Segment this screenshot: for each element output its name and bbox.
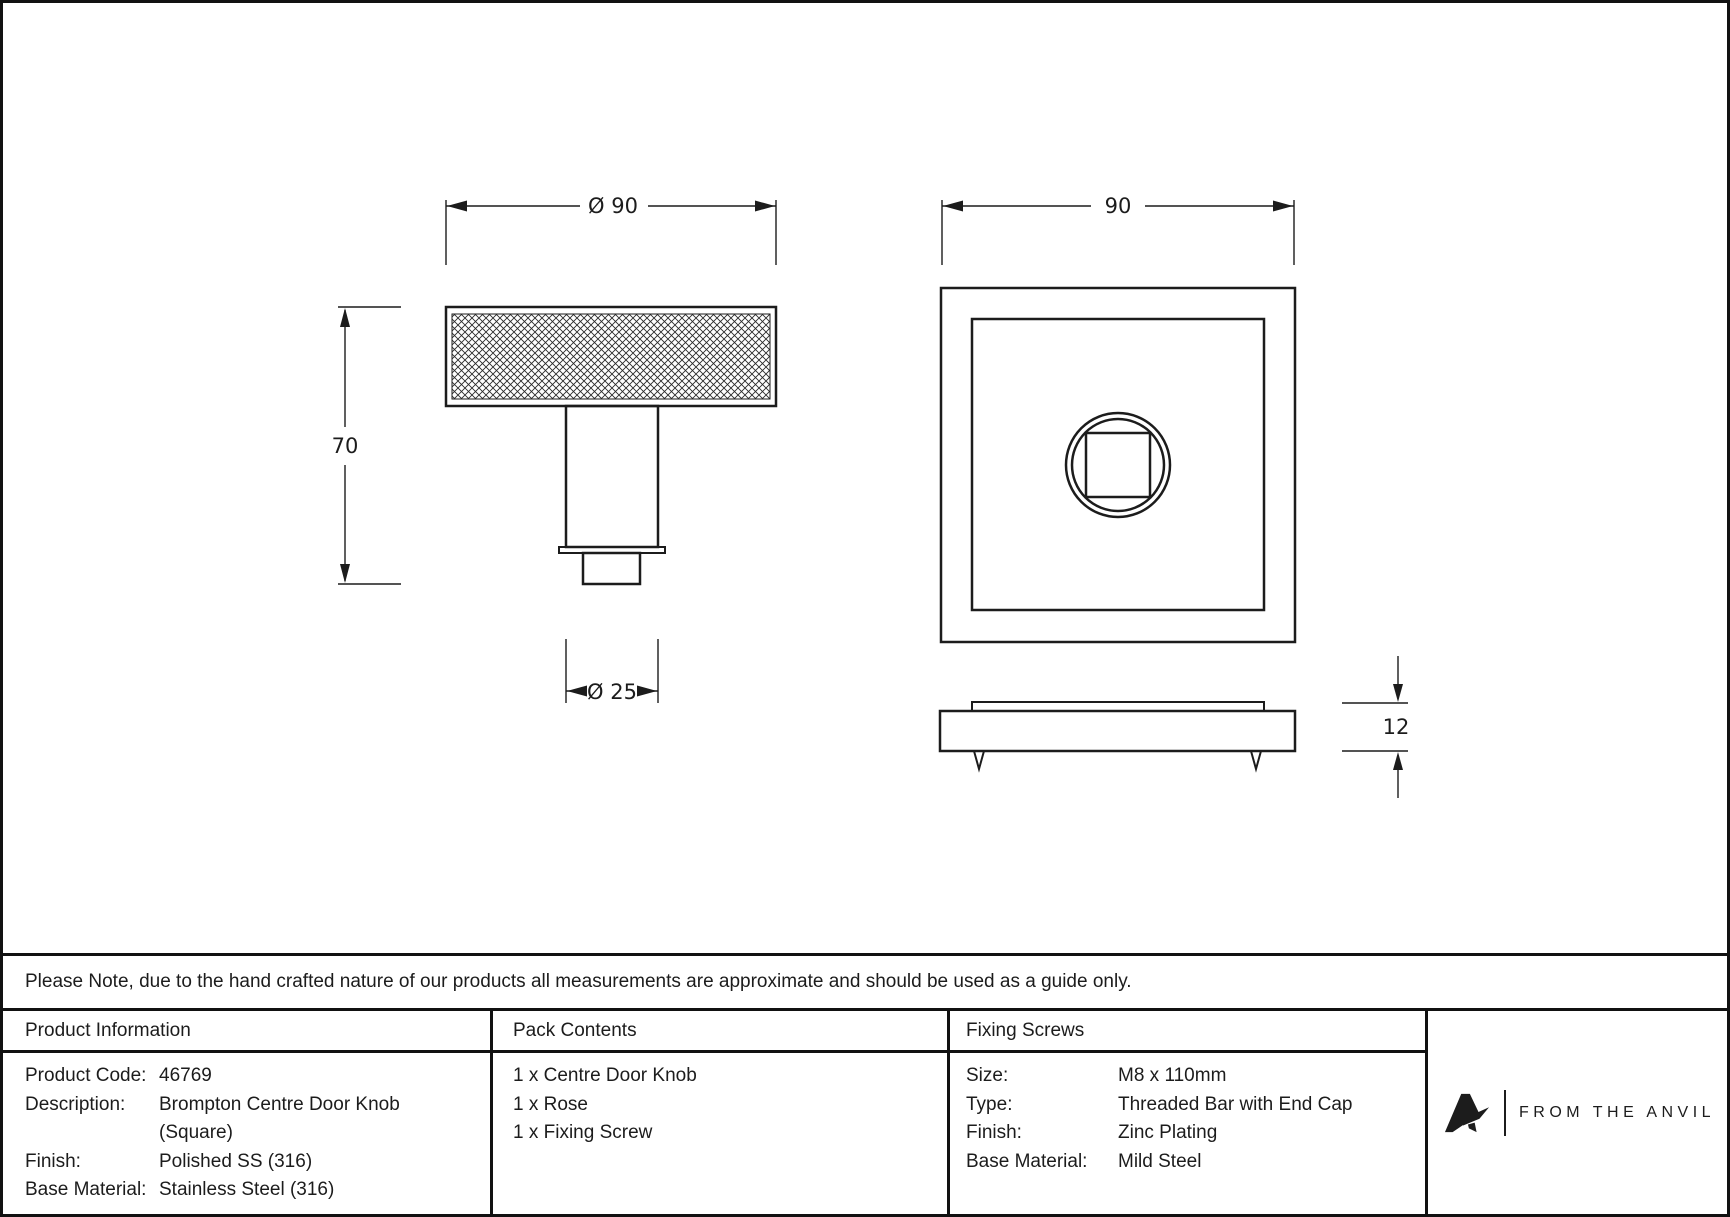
rose-outer-square [939,286,1297,644]
brand-name: FROM THE ANVIL [1519,1103,1716,1121]
row-value: Mild Steel [1118,1150,1202,1172]
dim-rose-width: 90 [1105,194,1132,218]
rose-boss-inner-circle [1070,417,1166,513]
pack-contents-header: Pack Contents [493,1011,947,1053]
technical-drawing: Ø 90 70 Ø 25 90 12 [332,194,1410,798]
anvil-a-icon [1444,1093,1490,1132]
list-item: 1 x Fixing Screw [513,1122,653,1143]
rose-spindle-hole [1084,431,1152,499]
rose-side-view [938,701,1297,773]
rose-fixing-pin-left [973,750,985,773]
table-row: Type: Threaded Bar with End Cap [966,1091,1425,1120]
pack-contents-body: 1 x Centre Door Knob 1 x Rose 1 x Fixing… [493,1053,947,1148]
row-value: Stainless Steel (316) [159,1179,335,1200]
row-label: Base Material: [25,1179,147,1200]
pack-contents-column: Pack Contents 1 x Centre Door Knob 1 x R… [493,1011,950,1214]
row-label: Size: [966,1065,1009,1086]
row-label: Base Material: [966,1150,1088,1172]
row-label: Description: [25,1093,126,1115]
rose-inner-square [970,317,1266,612]
dimension-arrowheads [340,200,1403,770]
fixing-screws-body: Size: M8 x 110mm Type: Threaded Bar with… [950,1053,1425,1176]
dim-knob-height: 70 [332,434,359,458]
row-label [25,1119,159,1148]
row-label: Product Code: [25,1065,147,1086]
rose-front-view [939,286,1297,644]
spec-table: Product Information Product Code: 46769 … [3,1008,1727,1214]
logo-divider [1504,1089,1506,1136]
table-row: Finish: Polished SS (316) [25,1148,490,1177]
knob-stem [564,404,660,549]
rose-fixing-pin-right [1250,750,1262,773]
rose-raised-plate [971,701,1265,712]
measurement-note: Please Note, due to the hand crafted nat… [3,953,1727,1008]
table-row: Product Code: 46769 [25,1062,490,1091]
row-value: Polished SS (316) [159,1150,313,1172]
row-label: Finish: [25,1150,81,1172]
row-value: Brompton Centre Door Knob [159,1093,400,1115]
fixing-screws-header: Fixing Screws [950,1011,1425,1053]
table-row: Description: Brompton Centre Door Knob [25,1091,490,1120]
product-information-header: Product Information [3,1011,490,1053]
row-label: Finish: [966,1122,1022,1143]
dim-knob-diameter: Ø 90 [588,194,638,218]
table-row: Finish: Zinc Plating [966,1119,1425,1148]
dimension-lines [338,200,1408,798]
dim-stem-diameter: Ø 25 [587,680,637,704]
row-value: Threaded Bar with End Cap [1118,1093,1353,1115]
table-row: Base Material: Mild Steel [966,1148,1425,1177]
row-value: M8 x 110mm [1118,1065,1227,1086]
knob-end-cap [581,551,642,586]
list-item: 1 x Centre Door Knob [513,1065,697,1086]
row-label: Type: [966,1093,1013,1115]
row-value: 46769 [159,1065,212,1086]
fixing-screws-column: Fixing Screws Size: M8 x 110mm Type: Thr… [950,1011,1428,1214]
rose-base-plate [938,709,1297,753]
note-text: Please Note, due to the hand crafted nat… [25,971,1132,992]
brand-logo-cell: FROM THE ANVIL [1428,1011,1727,1214]
row-value: (Square) [159,1122,233,1143]
row-value: Zinc Plating [1118,1122,1218,1143]
list-item: 1 x Rose [513,1093,588,1115]
product-information-body: Product Code: 46769 Description: Brompto… [3,1053,490,1205]
dim-rose-thickness: 12 [1383,715,1410,739]
table-row: Size: M8 x 110mm [966,1062,1425,1091]
table-row: (Square) [25,1119,490,1148]
product-information-column: Product Information Product Code: 46769 … [3,1011,493,1214]
knob-knurl-texture [451,313,771,400]
table-row: Base Material: Stainless Steel (316) [25,1176,490,1205]
knob-side-view [444,305,778,586]
rose-boss-outer-circle [1064,411,1172,519]
